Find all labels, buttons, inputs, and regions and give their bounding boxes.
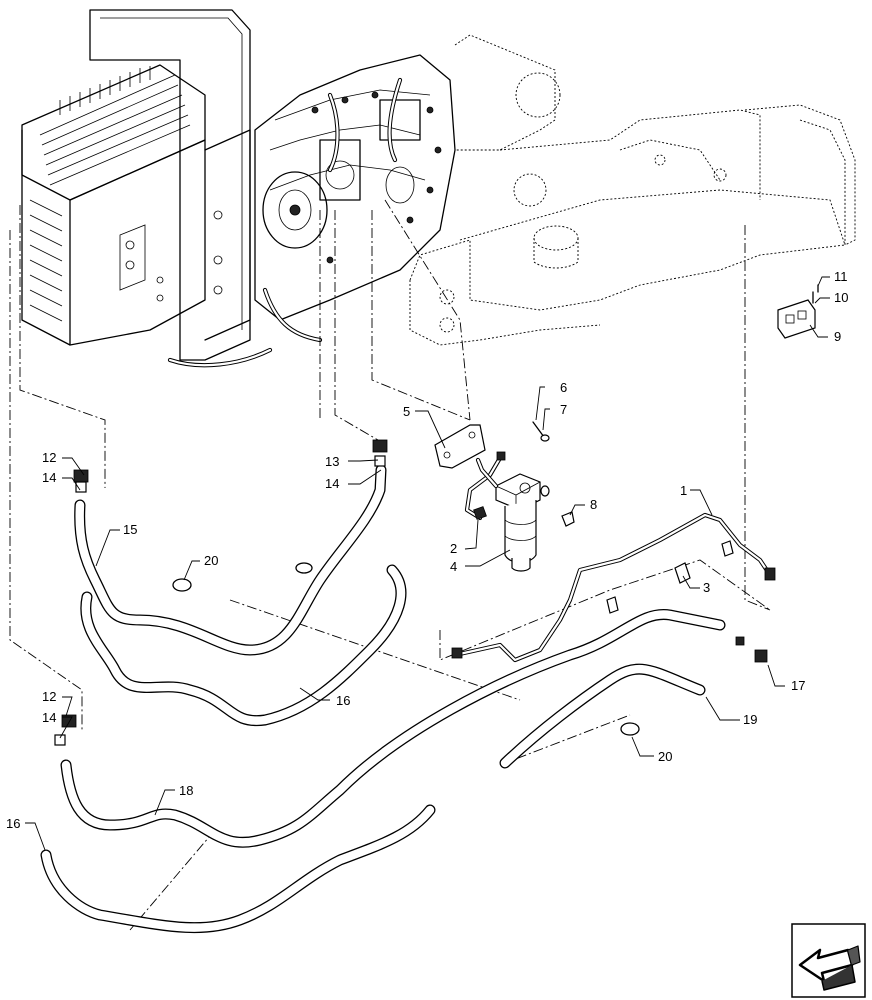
callout-3: 3 [703,580,710,595]
fuel-supply-tube [451,512,776,663]
callout-10: 10 [834,290,848,305]
callout-6: 6 [560,380,567,395]
callout-9: 9 [834,329,841,344]
fuel-filter-assembly [464,451,575,572]
engine-block [254,54,456,343]
callout-12-upper: 12 [42,450,56,465]
filter-mounting-bracket [434,424,486,469]
callout-5: 5 [403,404,410,419]
callout-16-lower: 16 [6,816,20,831]
hose-18 [60,608,726,848]
hose-19 [499,663,706,769]
tank-bracket [777,284,819,339]
direction-arrow-icon [791,923,866,998]
callout-4: 4 [450,559,457,574]
callout-15: 15 [123,522,137,537]
callout-14-upper-right: 14 [325,476,339,491]
chassis-frame [409,34,856,346]
callout-1: 1 [680,483,687,498]
callout-14-upper-left: 14 [42,470,56,485]
callout-2: 2 [450,541,457,556]
callout-20-lower: 20 [658,749,672,764]
callout-leaders [25,276,830,851]
callout-20-upper: 20 [204,553,218,568]
callout-17: 17 [791,678,805,693]
hose-16-upper [80,564,407,727]
hose-15 [74,464,387,656]
callout-12-lower: 12 [42,689,56,704]
mounting-bolt [532,421,550,442]
radiator-cooling-pack [21,9,273,368]
callout-labels: 1 2 3 4 5 6 7 8 9 10 11 12 12 13 14 14 1… [6,269,848,831]
callout-13: 13 [325,454,339,469]
callout-8: 8 [590,497,597,512]
callout-14-lower: 14 [42,710,56,725]
callout-11: 11 [834,269,848,284]
hose-clamps [172,562,640,736]
callout-7: 7 [560,402,567,417]
hose-16-lower [40,804,436,934]
callout-19: 19 [743,712,757,727]
callout-16-upper: 16 [336,693,350,708]
hose-fittings [54,439,768,746]
callout-18: 18 [179,783,193,798]
